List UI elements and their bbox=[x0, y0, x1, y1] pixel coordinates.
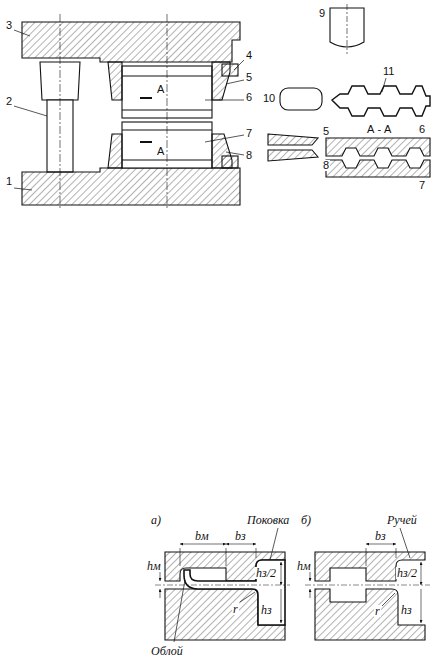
dimension-label: bз bbox=[374, 530, 387, 542]
center-line bbox=[347, 4, 348, 54]
dimension-label: bз bbox=[234, 530, 247, 542]
extension-line bbox=[256, 548, 257, 558]
parting-line bbox=[305, 585, 430, 586]
dimension-line bbox=[281, 562, 282, 585]
callout-number: 1 bbox=[5, 176, 13, 187]
top-plate bbox=[22, 22, 240, 62]
dimension-label: r bbox=[232, 603, 239, 615]
callout-number: 6 bbox=[245, 92, 253, 103]
dimension-line bbox=[180, 544, 226, 545]
dimension-label: hз bbox=[260, 604, 273, 616]
callout-number: 8 bbox=[245, 150, 253, 161]
section-mark bbox=[140, 97, 152, 99]
extension-line bbox=[180, 548, 181, 566]
dimension-label: Облой bbox=[150, 645, 184, 657]
callout-number: 8 bbox=[322, 160, 330, 171]
dimension-label: hз/2 bbox=[255, 567, 277, 579]
wedge-lower bbox=[268, 150, 318, 161]
center-line bbox=[167, 14, 168, 210]
leader bbox=[400, 528, 410, 558]
leader bbox=[382, 593, 395, 606]
callout-number: 10 bbox=[262, 93, 276, 104]
dimension-label: hз/2 bbox=[396, 567, 418, 579]
extension-line bbox=[396, 548, 397, 558]
callout-number: 2 bbox=[5, 96, 13, 107]
dimension-line bbox=[160, 589, 161, 598]
leader bbox=[14, 106, 47, 116]
callout-number: 7 bbox=[418, 180, 426, 191]
section-die-lower bbox=[326, 160, 430, 177]
callout-number: А - А bbox=[366, 124, 392, 135]
dimension-label: bм bbox=[194, 530, 210, 542]
leader bbox=[205, 135, 244, 142]
center-line bbox=[60, 14, 61, 210]
dimension-line bbox=[310, 589, 311, 598]
dimension-label: hз bbox=[400, 604, 413, 616]
extension-line bbox=[366, 548, 367, 566]
leader bbox=[382, 78, 386, 92]
leader bbox=[226, 152, 244, 155]
forging-part bbox=[332, 86, 430, 116]
dimension-label: а) bbox=[150, 514, 162, 526]
dimension-label: Ручей bbox=[386, 514, 418, 526]
upper-wedge-left bbox=[108, 62, 122, 100]
leader bbox=[205, 100, 244, 101]
dimension-line bbox=[281, 589, 282, 623]
leader bbox=[226, 80, 244, 84]
callout-number: А bbox=[156, 146, 165, 157]
leader bbox=[14, 188, 32, 190]
section-mark bbox=[140, 141, 152, 143]
blank-part bbox=[280, 88, 322, 110]
wedge-upper bbox=[268, 134, 318, 145]
dimension-line bbox=[421, 589, 422, 623]
section-die-upper bbox=[326, 138, 430, 156]
dimension-line bbox=[160, 572, 161, 581]
callout-number: 3 bbox=[5, 20, 13, 31]
lower-key bbox=[222, 156, 238, 168]
callout-number: 9 bbox=[318, 8, 326, 19]
callout-number: 6 bbox=[418, 124, 426, 135]
dimension-line bbox=[366, 544, 396, 545]
leader bbox=[14, 30, 30, 36]
dimension-line bbox=[421, 562, 422, 585]
callout-number: 5 bbox=[245, 72, 253, 83]
leader bbox=[174, 580, 185, 642]
leader bbox=[270, 528, 278, 560]
dimension-label: Поковка bbox=[246, 514, 290, 526]
upper-die bbox=[165, 552, 285, 581]
parting-line bbox=[155, 585, 290, 586]
lower-wedge-left bbox=[108, 134, 122, 168]
dimension-label: r bbox=[374, 605, 381, 617]
dimension-label: hм bbox=[296, 560, 312, 572]
callout-number: 11 bbox=[382, 66, 395, 77]
callout-number: 7 bbox=[245, 128, 253, 139]
extension-line bbox=[226, 548, 227, 566]
upper-die bbox=[315, 552, 425, 581]
callout-number: А bbox=[156, 84, 165, 95]
dimension-label: б) bbox=[300, 514, 312, 526]
upper-key bbox=[222, 64, 238, 76]
leader bbox=[240, 592, 255, 602]
dimension-line bbox=[310, 572, 311, 581]
dimension-line bbox=[226, 544, 256, 545]
forging bbox=[184, 560, 285, 625]
callout-number: 4 bbox=[245, 50, 253, 61]
callout-number: 5 bbox=[322, 126, 330, 137]
dimension-label: hм bbox=[146, 560, 162, 572]
leader bbox=[234, 60, 244, 70]
lower-die bbox=[315, 589, 425, 640]
bottom-plate bbox=[22, 168, 240, 205]
